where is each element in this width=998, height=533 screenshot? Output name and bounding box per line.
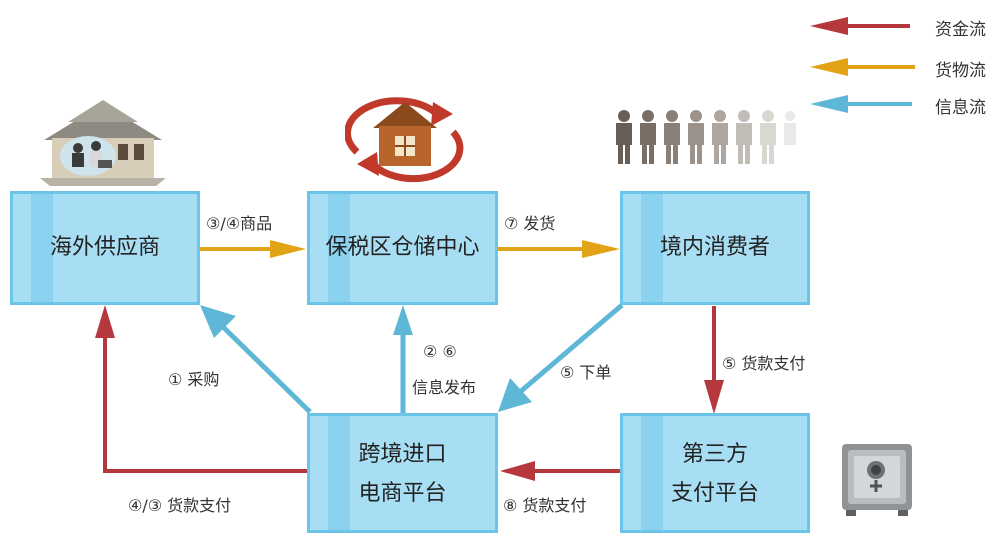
goods-arrow-supplier-warehouse [200, 240, 306, 258]
warehouse-house-icon [345, 97, 464, 183]
node-payment: 第三方 支付平台 [620, 413, 810, 533]
node-payment-label-line2: 支付平台 [670, 480, 759, 506]
legend-money-arrow [810, 17, 910, 35]
node-warehouse-label: 保税区仓储中心 [325, 235, 480, 261]
office-house-icon [40, 100, 166, 186]
edge-label-platform-supplier-money: ④/③ 货款支付 [128, 496, 232, 515]
node-consumer: 境内消费者 [620, 191, 810, 305]
legend-goods-label: 货物流 [935, 61, 986, 81]
info-arrow-platform-warehouse [393, 305, 413, 413]
node-payment-label-line1: 第三方 [681, 442, 748, 467]
edge-label-goods-supplier-warehouse: ③/④商品 [206, 214, 273, 233]
node-supplier-label: 海外供应商 [49, 235, 160, 261]
people-group-icon [616, 110, 796, 164]
node-platform-label-line2: 电商平台 [358, 480, 447, 506]
info-arrow-consumer-platform [498, 303, 624, 412]
edge-label-info-publish: 信息发布 [412, 378, 477, 397]
edge-label-goods-warehouse-consumer: ⑦ 发货 [504, 214, 556, 233]
money-arrow-consumer-payment [704, 306, 724, 414]
edge-label-purchase: ① 采购 [168, 370, 220, 389]
edge-label-order: ⑤ 下单 [560, 363, 612, 382]
node-platform: 跨境进口 电商平台 [307, 413, 498, 533]
goods-arrow-warehouse-consumer [498, 240, 620, 258]
edge-label-info-number: ② ⑥ [423, 342, 457, 361]
legend-money-label: 资金流 [935, 20, 986, 40]
safe-icon [842, 444, 912, 516]
edge-label-consumer-payment: ⑤ 货款支付 [722, 354, 806, 373]
info-arrow-platform-supplier [200, 305, 312, 414]
legend-info-arrow [810, 95, 912, 113]
node-consumer-label: 境内消费者 [659, 235, 770, 261]
money-arrow-platform-supplier [95, 305, 310, 473]
node-platform-label-line1: 跨境进口 [358, 442, 447, 467]
legend-goods-arrow [810, 58, 915, 76]
node-warehouse: 保税区仓储中心 [307, 191, 498, 305]
legend-info-label: 信息流 [935, 98, 986, 118]
money-arrow-payment-platform [500, 461, 620, 481]
edge-label-payment-platform: ⑧ 货款支付 [503, 496, 587, 515]
node-supplier: 海外供应商 [10, 191, 200, 305]
